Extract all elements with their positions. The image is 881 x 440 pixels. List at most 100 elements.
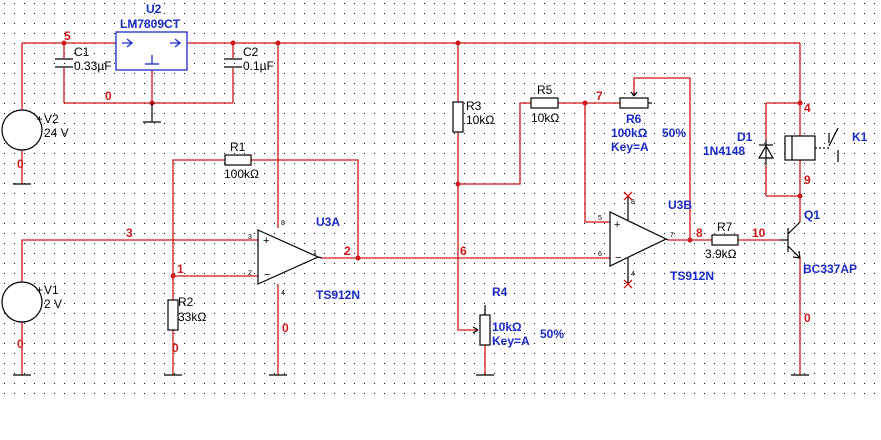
wire-net-7-down	[584, 103, 610, 223]
diode-d1[interactable]	[757, 140, 775, 165]
resistor-r7[interactable]	[711, 234, 739, 246]
label-q1-part: BC337AP	[803, 262, 857, 276]
relay-contact	[828, 127, 839, 162]
label-v1-value: 2 V	[44, 297, 62, 311]
transistor-collector	[787, 221, 801, 235]
pin-number: 3	[248, 234, 252, 241]
label-q1-ref: Q1	[804, 208, 820, 222]
net-label-0: 0	[804, 311, 811, 325]
net-label-10: 10	[752, 226, 766, 240]
regulator-in-arrow	[122, 38, 134, 48]
junction-dot	[355, 255, 361, 261]
net-label-0: 0	[17, 157, 24, 171]
label-c2-ref: C2	[243, 45, 259, 59]
potentiometer-r4[interactable]	[472, 305, 491, 346]
label-r6-percent: 50%	[662, 126, 686, 140]
opamp-minus-sign: −	[264, 269, 270, 281]
label-r7-value: 3.9kΩ	[705, 247, 737, 261]
label-r3-value: 10kΩ	[466, 113, 494, 127]
wire-net-3	[21, 239, 258, 282]
label-u2-ref: U2	[146, 2, 162, 16]
wires	[21, 42, 801, 375]
label-v2-ref: V2	[44, 112, 59, 126]
label-r1-value: 100kΩ	[224, 167, 259, 181]
pin-number: 4	[281, 290, 285, 297]
net-label-0: 0	[17, 337, 24, 351]
resistor-r1[interactable]	[224, 154, 252, 166]
label-v2-value: 24 V	[44, 126, 69, 140]
junction-dot	[275, 40, 281, 46]
net-label-8: 8	[696, 226, 703, 240]
relay-k1[interactable]	[784, 127, 839, 162]
net-label-7: 7	[596, 89, 603, 103]
net-labels: 5 0 0 0 0 0 0 3 1 2 6 7 8 10 4 9	[17, 29, 811, 355]
resistor-r2[interactable]	[167, 299, 179, 331]
opamp-u3a[interactable]: + −	[257, 229, 323, 285]
capacitor-c2[interactable]	[224, 58, 242, 68]
potentiometer-r6[interactable]	[619, 91, 652, 109]
label-c1-value: 0.33µF	[74, 59, 112, 73]
junction-dots	[61, 40, 803, 279]
label-c2-value: 0.1µF	[243, 59, 274, 73]
component-labels: U2 LM7809CT C1 0.33µF C2 0.1µF + V2 24 V…	[36, 2, 868, 348]
pin-number: 8	[281, 220, 285, 227]
pin-number: 1	[313, 250, 317, 257]
transistor-q1[interactable]	[780, 221, 801, 259]
pin-number: 6	[598, 251, 602, 258]
label-r2-ref: R2	[178, 295, 194, 309]
opamp-out-lead	[317, 256, 323, 259]
label-u3b-part: TS912N	[670, 269, 714, 283]
label-r4-key: Key=A	[492, 334, 530, 348]
capacitor-c1[interactable]	[55, 58, 73, 68]
transistor-emitter	[787, 245, 801, 259]
transistor-arrow	[792, 250, 801, 259]
source-v2[interactable]	[1, 109, 43, 151]
resistor-r5[interactable]	[530, 97, 559, 109]
junction-dot	[797, 193, 803, 199]
pot-wiper-arrow	[630, 91, 638, 97]
wire-r6-wiper	[633, 77, 691, 238]
opamp-plus-sign: +	[263, 235, 269, 247]
label-r6-value: 100kΩ	[611, 126, 648, 140]
label-v1-ref: V1	[44, 283, 59, 297]
label-r4-percent: 50%	[540, 327, 564, 341]
pot-body	[479, 314, 491, 346]
opamp-minus-sign: −	[615, 252, 621, 264]
pot-body	[619, 97, 649, 109]
junction-dot	[61, 40, 67, 46]
label-r3-ref: R3	[466, 99, 482, 113]
wire-to-r5	[458, 102, 531, 185]
label-v2-plus: +	[36, 112, 43, 126]
source-v1[interactable]	[1, 281, 43, 323]
pin-number: 7	[670, 232, 674, 239]
opamp-u3b[interactable]: + −	[609, 191, 669, 289]
resistor-r3[interactable]	[452, 101, 464, 133]
opamp-body	[609, 211, 668, 267]
regulator-u2[interactable]	[115, 31, 188, 71]
net-label-1: 1	[177, 262, 184, 276]
wire-r1-right	[251, 159, 359, 258]
net-label-0: 0	[105, 89, 112, 103]
ground-icon	[143, 103, 161, 123]
no-connect-icon	[623, 279, 633, 289]
net-label-4: 4	[804, 101, 811, 115]
source-body	[1, 281, 43, 323]
label-r6-key: Key=A	[611, 140, 649, 154]
label-r1-ref: R1	[230, 140, 246, 154]
junction-dot	[687, 237, 693, 243]
label-d1-ref: D1	[737, 130, 753, 144]
label-r6-ref: R6	[626, 112, 642, 126]
label-u2-part: LM7809CT	[120, 17, 181, 31]
label-c1-ref: C1	[74, 45, 90, 59]
pin-number: 5	[598, 215, 602, 222]
pin-number: 8	[631, 199, 635, 206]
label-r4-ref: R4	[492, 285, 508, 299]
net-label-3: 3	[126, 226, 133, 240]
label-r5-ref: R5	[537, 83, 553, 97]
junction-dot	[455, 40, 461, 46]
label-v1-plus: +	[36, 283, 43, 297]
regulator-out-arrow	[170, 38, 182, 48]
junction-dot	[455, 181, 461, 187]
opamp-plus-sign: +	[614, 219, 620, 231]
